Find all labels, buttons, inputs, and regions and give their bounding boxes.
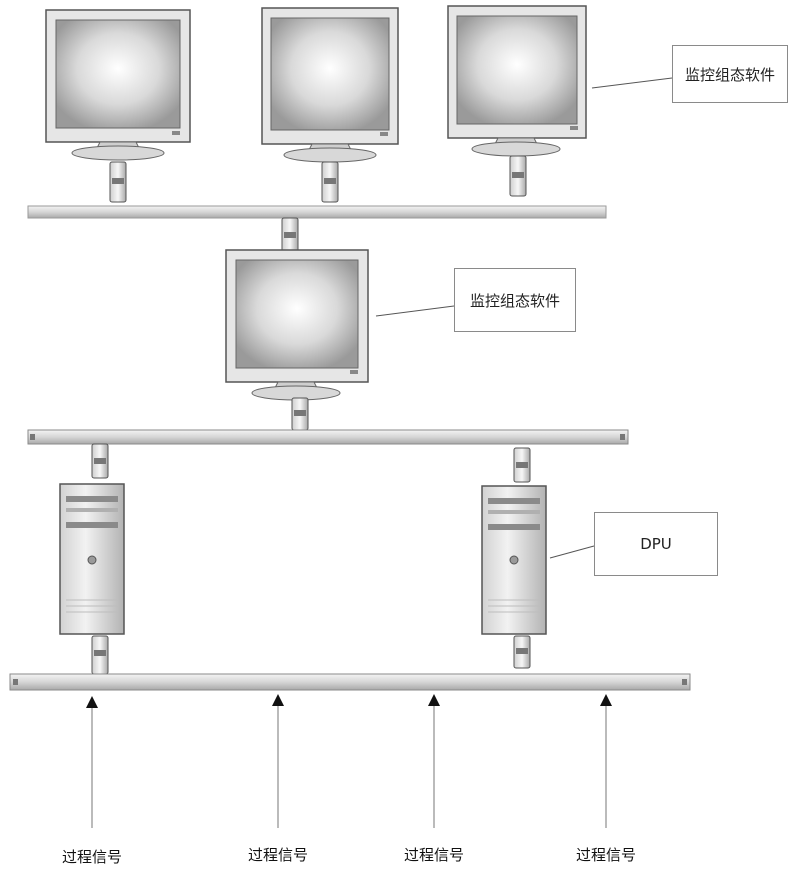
connector-top-1: [110, 162, 126, 202]
monitor-top-1: [46, 10, 190, 160]
connector-top-2: [322, 162, 338, 202]
connector-dpu-left-bottom: [92, 636, 108, 674]
signal-arrow-1: [86, 696, 98, 828]
monitor-middle: [226, 250, 368, 400]
monitor-top-2: [262, 8, 398, 162]
signal-label-2: 过程信号: [228, 844, 328, 865]
connector-dpu-right-top: [514, 448, 530, 482]
label-dpu-text: DPU: [640, 535, 672, 553]
bottom-io-bus: [10, 674, 690, 690]
connector-middle-bottom: [292, 398, 308, 430]
signal-label-1: 过程信号: [42, 846, 142, 867]
signal-arrow-3: [428, 694, 440, 828]
signal-label-4: 过程信号: [556, 844, 656, 865]
upper-network-bus: [28, 206, 606, 218]
connector-dpu-left-top: [92, 444, 108, 478]
signal-arrow-4: [600, 694, 612, 828]
callout-line-top: [592, 78, 672, 88]
label-middle-software: 监控组态软件: [454, 268, 576, 332]
middle-network-bus: [28, 430, 628, 444]
signal-label-3: 过程信号: [384, 844, 484, 865]
callout-line-middle: [376, 306, 454, 316]
label-dpu: DPU: [594, 512, 718, 576]
monitor-top-3: [448, 6, 586, 156]
callout-line-dpu: [550, 546, 594, 558]
connector-top-3: [510, 156, 526, 196]
connector-middle-top: [282, 218, 298, 252]
dpu-tower-right: [482, 486, 546, 634]
signal-arrow-2: [272, 694, 284, 828]
label-middle-software-text: 监控组态软件: [470, 290, 560, 311]
label-top-software: 监控组态软件: [672, 45, 788, 103]
connector-dpu-right-bottom: [514, 636, 530, 668]
dpu-tower-left: [60, 484, 124, 634]
label-top-software-text: 监控组态软件: [685, 64, 775, 85]
